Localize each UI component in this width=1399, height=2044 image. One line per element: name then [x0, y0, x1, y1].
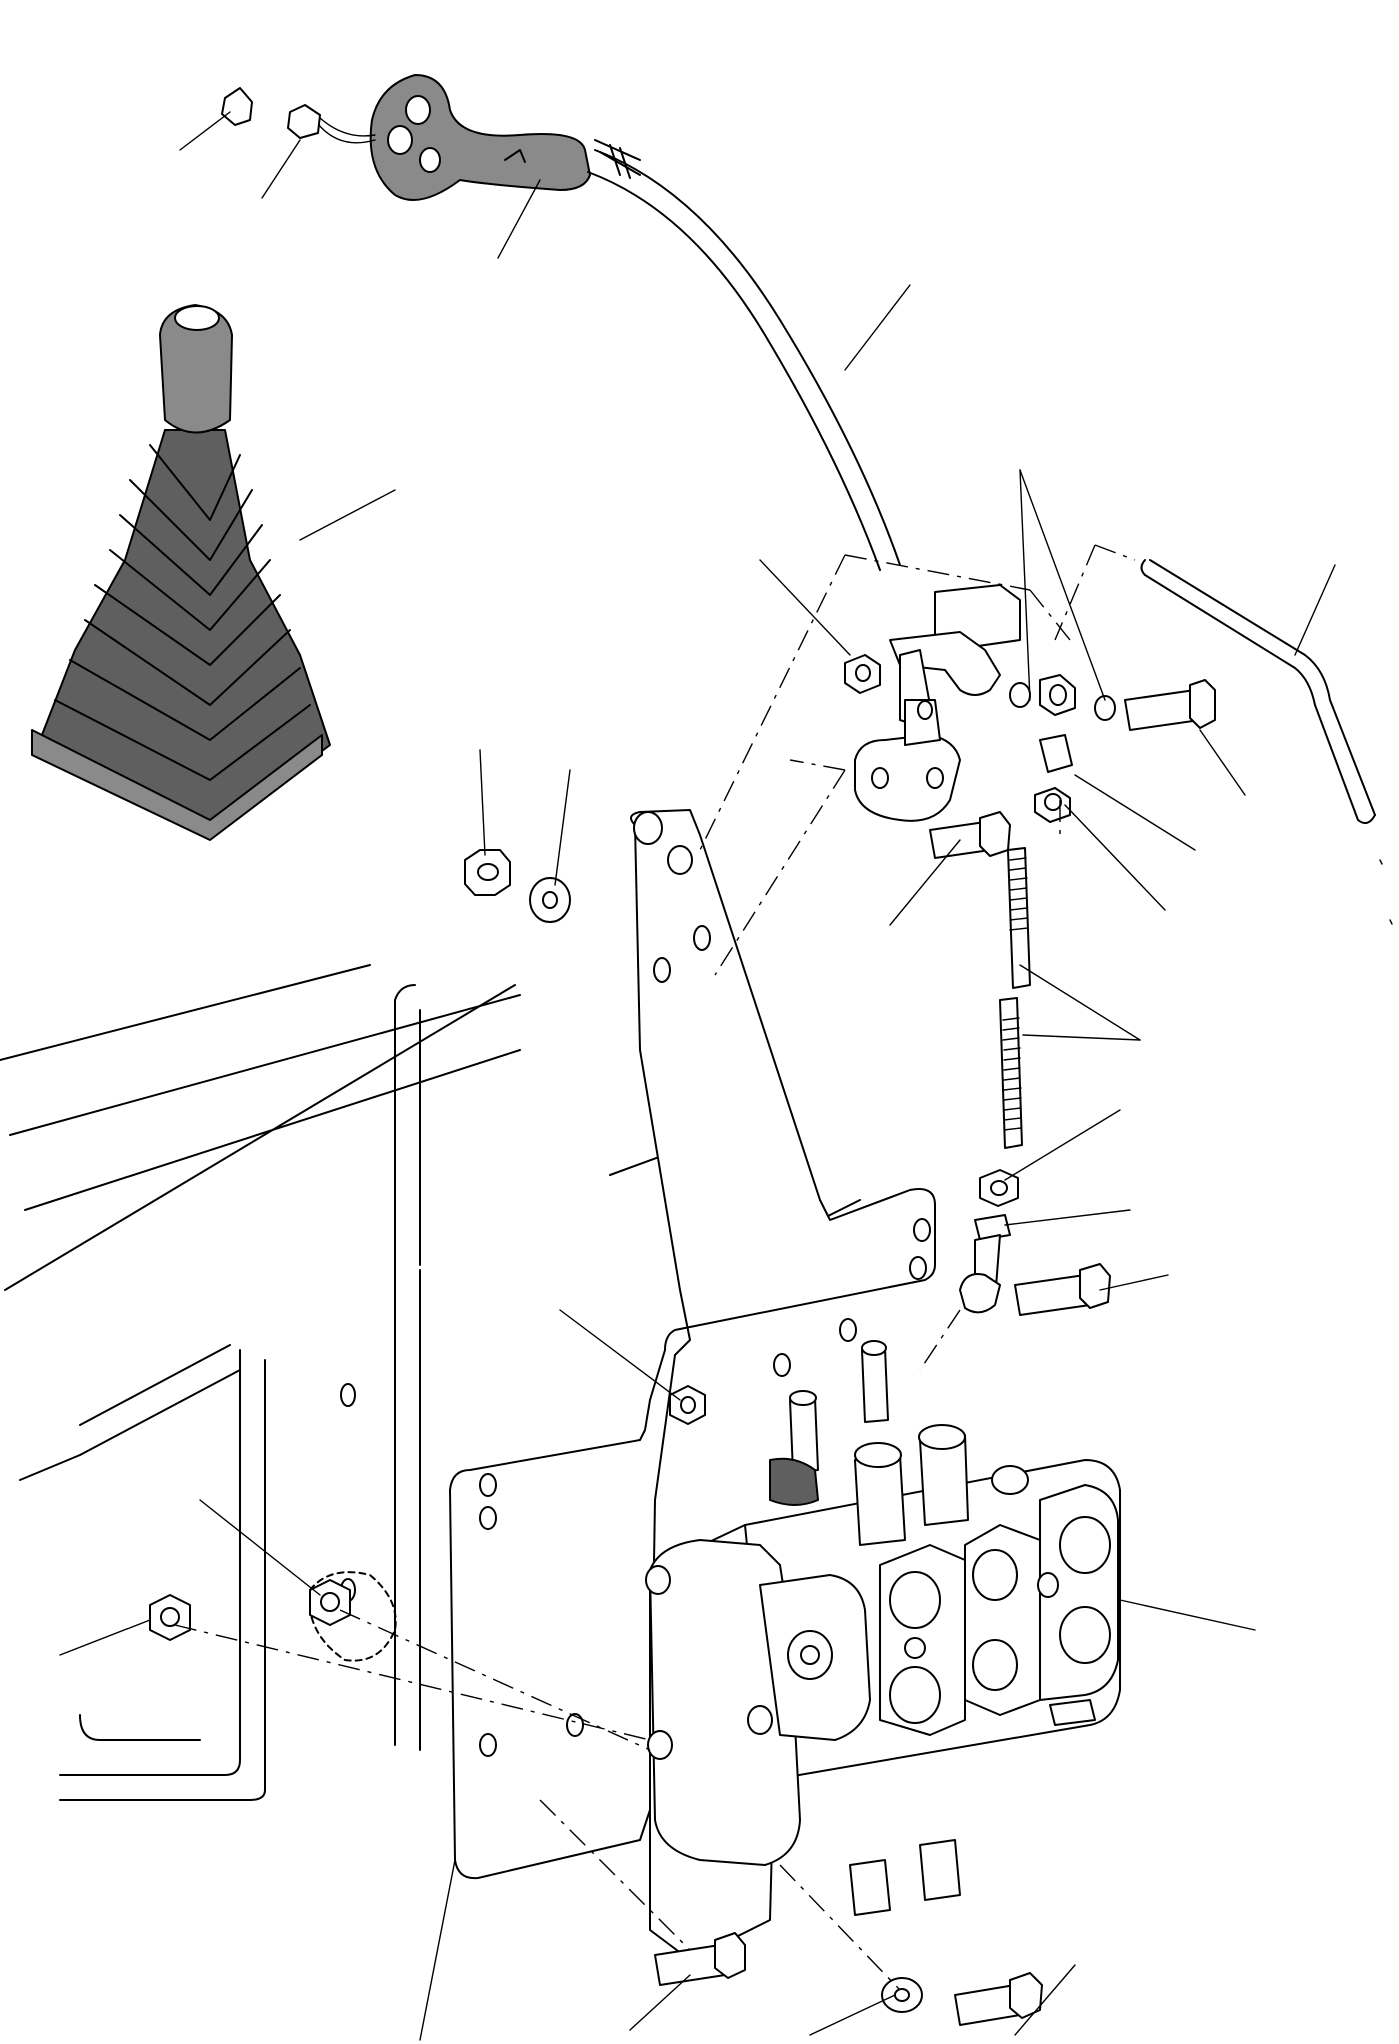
linkage-assembly	[844, 584, 1216, 859]
alignment-lines	[174, 544, 1136, 1991]
threaded-rod-icon	[999, 847, 1031, 1149]
callout-leaders	[59, 111, 1336, 2041]
lower-linkage	[959, 1169, 1111, 1316]
mounting-bracket	[449, 809, 936, 1880]
bracket-fasteners	[464, 849, 706, 1425]
rubber-boot-icon	[31, 304, 331, 841]
control-valve-block-icon	[645, 1340, 1121, 1961]
stray-marks	[1379, 859, 1393, 925]
joystick-handle-icon	[317, 74, 901, 571]
connector-cap-icon	[221, 87, 321, 139]
control-rod-icon	[1140, 559, 1376, 825]
